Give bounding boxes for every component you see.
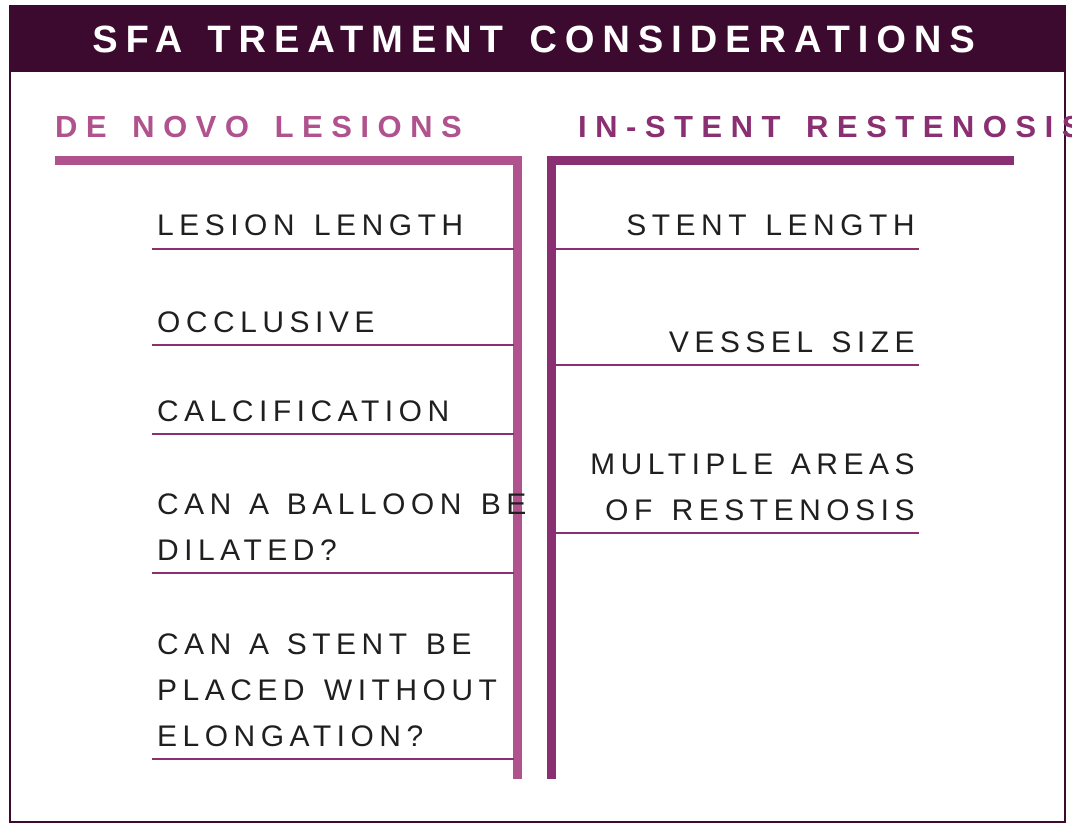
- left-item-balloon-dilated: CAN A BALLOON BE DILATED?: [157, 488, 532, 567]
- left-item-rule: [152, 344, 514, 346]
- right-item-stent-length: STENT LENGTH: [626, 209, 920, 242]
- left-top-bar: [55, 156, 522, 165]
- left-item-rule: [152, 572, 514, 574]
- right-column-heading: IN-STENT RESTENOSIS: [578, 109, 1072, 144]
- right-item-rule: [556, 364, 919, 366]
- left-item-rule: [152, 248, 514, 250]
- left-item-lesion-length: LESION LENGTH: [157, 209, 469, 242]
- left-column-heading: DE NOVO LESIONS: [55, 109, 471, 144]
- diagram-frame: [9, 5, 1066, 823]
- right-item-rule: [556, 248, 919, 250]
- left-item-rule: [152, 758, 514, 760]
- left-item-occlusive: OCCLUSIVE: [157, 306, 380, 339]
- left-item-stent-elongation: CAN A STENT BE PLACED WITHOUT ELONGATION…: [157, 628, 503, 753]
- right-item-rule: [556, 532, 919, 534]
- header-banner: SFA TREATMENT CONSIDERATIONS: [9, 5, 1066, 72]
- left-item-rule: [152, 433, 514, 435]
- diagram-title: SFA TREATMENT CONSIDERATIONS: [92, 18, 983, 61]
- right-top-bar: [547, 156, 1014, 165]
- left-vertical-bar: [513, 156, 522, 779]
- right-vertical-bar: [547, 156, 556, 779]
- right-item-multiple-restenosis: MULTIPLE AREAS OF RESTENOSIS: [590, 448, 920, 527]
- right-item-vessel-size: VESSEL SIZE: [668, 326, 920, 359]
- left-item-calcification: CALCIFICATION: [157, 395, 455, 428]
